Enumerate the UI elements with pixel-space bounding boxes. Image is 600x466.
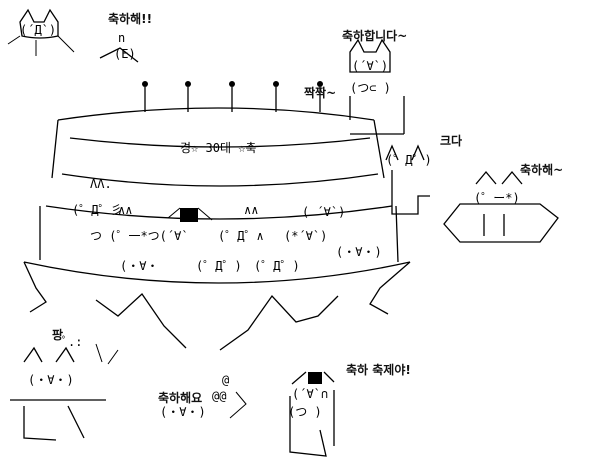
cake-plate-text: 경☆ 30대 ☆축	[180, 141, 256, 155]
middle-right-cat: (゜Д゜)	[385, 144, 432, 215]
clap-label: 짝짝~	[304, 86, 337, 100]
bottom-left-cat: (・∀・) ﾟ.:	[10, 335, 119, 441]
left-cat-face: (´Д`)	[20, 23, 56, 37]
svg-text:(*´∀`): (*´∀`)	[284, 229, 327, 243]
bottom-center-face: (・∀・)	[160, 405, 206, 419]
svg-text:(´∀`∩: (´∀`∩	[292, 387, 328, 401]
svg-text:@@: @@	[212, 389, 226, 403]
svg-text:@: @	[222, 373, 229, 387]
pang-label: 팡	[52, 328, 64, 342]
right-box-cat: (゜ー*)	[443, 170, 559, 243]
svg-text:(・∀・): (・∀・)	[336, 245, 382, 259]
svg-text:(゜Д゜彡: (゜Д゜彡	[72, 203, 122, 217]
bottom-center-label: 축하해요	[158, 391, 203, 405]
k-da-label: 크다	[440, 134, 463, 148]
top-left-celebration-label: 축하해!!	[108, 12, 153, 26]
left-party-cat: (´Д`) (E) n	[7, 8, 139, 63]
birthday-cake: ΛΛ. (゜Д゜彡 ∧∧ ∧∧ ( ´∀`) つ (゜一*つ(´∀` (゜Д゜∧…	[23, 81, 411, 351]
svg-text:ΛΛ.: ΛΛ.	[90, 177, 112, 191]
bottom-center-group: (・∀・) @ @@	[160, 373, 247, 419]
right-cat-face: (´∀`)	[352, 59, 388, 73]
bottom-right-cat: (´∀`∩ (つ )	[288, 371, 335, 457]
svg-text:∧∧: ∧∧	[118, 203, 132, 217]
svg-text:ﾟ.:: ﾟ.:	[62, 335, 82, 349]
svg-text:(つ ): (つ )	[288, 405, 322, 419]
svg-text:(゜Д゜): (゜Д゜)	[196, 259, 242, 273]
svg-text:つ (゜一*つ(´∀`: つ (゜一*つ(´∀`	[90, 229, 189, 243]
svg-text:n: n	[118, 31, 125, 45]
svg-text:(゜Д゜): (゜Д゜)	[254, 259, 300, 273]
svg-text:(E): (E)	[114, 47, 136, 61]
svg-text:(・∀・: (・∀・	[120, 259, 158, 273]
top-right-kitten: (つ⊂ )	[350, 81, 391, 95]
svg-text:(゜ー*): (゜ー*)	[474, 191, 520, 205]
svg-text:(゜Д゜∧: (゜Д゜∧	[218, 229, 264, 243]
svg-text:∧∧: ∧∧	[244, 203, 258, 217]
bottom-left-face: (・∀・)	[28, 373, 74, 387]
right-top-cat: (´∀`) (つ⊂ )	[349, 38, 405, 135]
svg-text:( ´∀`): ( ´∀`)	[302, 205, 345, 219]
right-cat-label: 축하해~	[520, 163, 564, 177]
bottom-right-label: 축하 축제야!	[346, 363, 411, 377]
top-right-celebration-label: 축하합니다~	[342, 29, 408, 43]
right-small-face: (゜Д゜)	[386, 153, 432, 167]
